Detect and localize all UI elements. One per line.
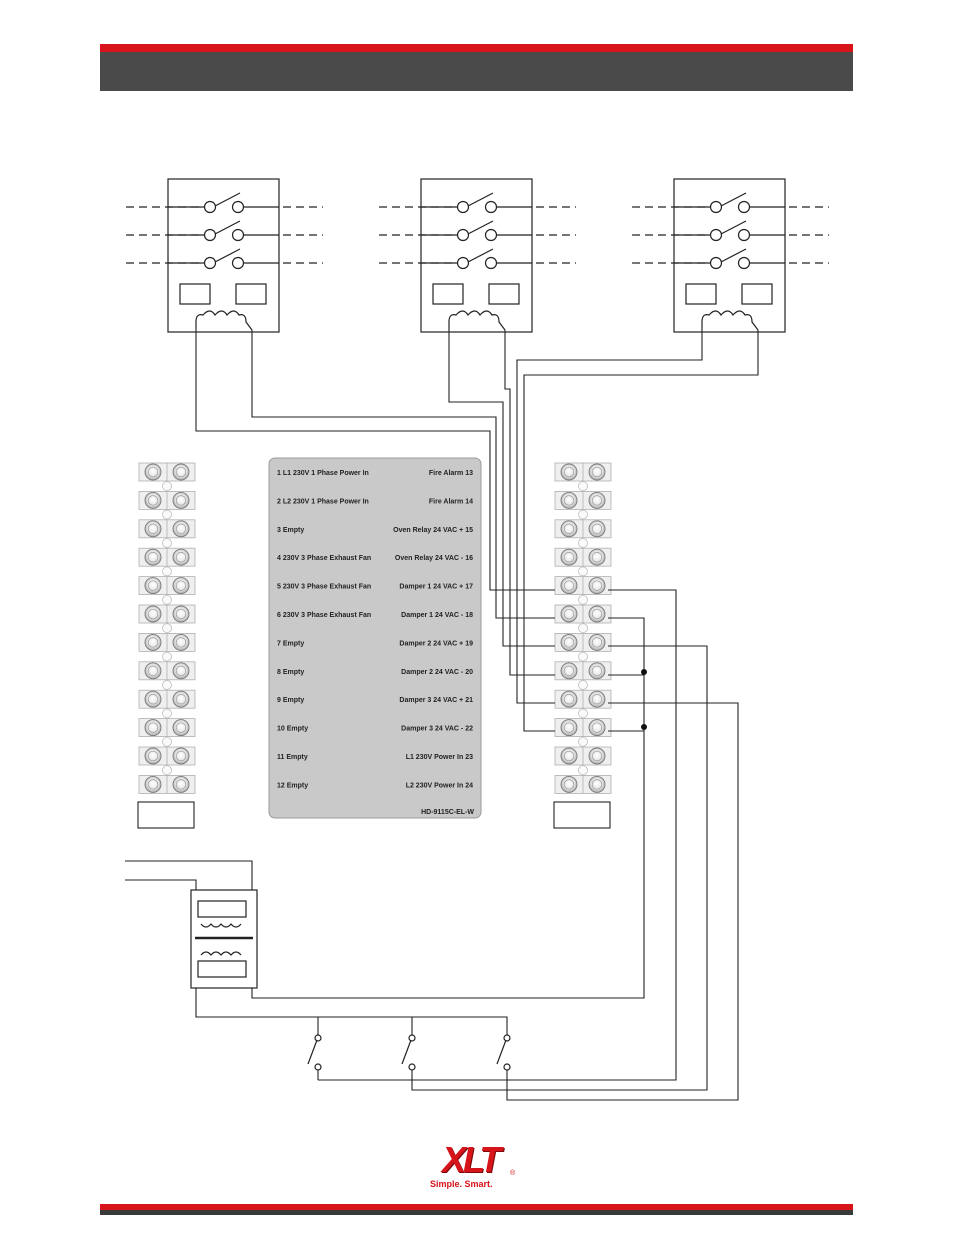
header-dark-band (100, 52, 853, 91)
left-terminal-5 (138, 576, 196, 605)
switch-3 (496, 1034, 511, 1071)
panel-label-right-14: Fire Alarm 14 (429, 498, 473, 505)
panel-label-right-21: Damper 3 24 VAC + 21 (399, 697, 473, 704)
switch-1 (307, 1034, 322, 1071)
panel-label-left-8: 8 Empty (277, 669, 304, 676)
panel-label-right-22: Damper 3 24 VAC - 22 (401, 726, 473, 733)
right-terminal-strip (553, 462, 612, 829)
right-terminal-5 (554, 576, 612, 605)
left-terminal-3 (138, 519, 196, 548)
panel-label-left-3: 3 Empty (277, 527, 304, 534)
left-strip-end-block (137, 801, 195, 829)
right-terminal-3 (554, 519, 612, 548)
right-terminal-6 (554, 604, 612, 634)
panel-label-right-24: L2 230V Power In 24 (406, 782, 473, 789)
panel-label-right-17: Damper 1 24 VAC + 17 (399, 584, 473, 591)
left-terminal-10 (138, 718, 196, 747)
panel-label-left-10: 10 Empty (277, 726, 308, 733)
right-terminal-7 (554, 633, 612, 662)
right-terminal-11 (554, 746, 612, 776)
panel-label-right-16: Oven Relay 24 VAC - 16 (395, 555, 473, 562)
panel-label-right-23: L1 230V Power In 23 (406, 754, 473, 761)
contactor-2 (379, 178, 576, 333)
logo-tagline: Simple. Smart. (430, 1179, 493, 1189)
left-terminal-2 (138, 490, 196, 520)
right-terminal-8 (554, 661, 612, 690)
logo-registered: ® (510, 1170, 516, 1177)
right-strip-end-block (553, 801, 611, 829)
header-bar (100, 44, 853, 91)
left-terminal-12 (138, 775, 196, 794)
footer-red-stripe (100, 1204, 853, 1210)
wires (125, 330, 759, 1101)
right-terminal-1 (554, 462, 612, 492)
xlt-logo: XLT ® Simple. Smart. (428, 1140, 528, 1196)
right-terminal-2 (554, 490, 612, 520)
panel-label-left-6: 6 230V 3 Phase Exhaust Fan (277, 612, 371, 619)
panel-label-right-19: Damper 2 24 VAC + 19 (399, 640, 473, 647)
left-terminal-4 (138, 547, 196, 577)
header-red-stripe (100, 44, 853, 52)
panel-label-left-2: 2 L2 230V 1 Phase Power In (277, 498, 369, 505)
left-terminal-8 (138, 661, 196, 690)
contactor-1 (126, 178, 323, 333)
panel-label-left-7: 7 Empty (277, 640, 304, 647)
panel-label-right-18: Damper 1 24 VAC - 18 (401, 612, 473, 619)
control-panel: 1 L1 230V 1 Phase Power In 2 L2 230V 1 Ph… (268, 457, 482, 819)
panel-model-label: HD-9115C-EL-W (421, 809, 474, 816)
panel-label-left-12: 12 Empty (277, 782, 308, 789)
contactors (126, 178, 829, 333)
footer-bar (100, 1204, 853, 1215)
left-terminal-11 (138, 746, 196, 776)
switches (307, 1034, 511, 1071)
left-terminal-strip (137, 462, 196, 829)
panel-label-right-20: Damper 2 24 VAC - 20 (401, 669, 473, 676)
panel-label-left-5: 5 230V 3 Phase Exhaust Fan (277, 584, 371, 591)
footer-dark-stripe (100, 1210, 853, 1215)
transformer (190, 889, 258, 989)
left-terminal-6 (138, 604, 196, 634)
right-terminal-4 (554, 547, 612, 577)
contactor-3 (632, 178, 829, 333)
panel-label-left-1: 1 L1 230V 1 Phase Power In (277, 470, 369, 477)
panel-label-right-15: Oven Relay 24 VAC + 15 (393, 527, 473, 534)
right-terminal-9 (554, 689, 612, 719)
panel-label-right-13: Fire Alarm 13 (429, 470, 473, 477)
left-terminal-7 (138, 633, 196, 662)
right-terminal-12 (554, 775, 612, 794)
panel-label-left-4: 4 230V 3 Phase Exhaust Fan (277, 555, 371, 562)
panel-label-left-11: 11 Empty (277, 754, 308, 761)
left-terminal-9 (138, 689, 196, 719)
panel-label-left-9: 9 Empty (277, 697, 304, 704)
logo-mark: XLT (442, 1139, 501, 1180)
right-terminal-10 (554, 718, 612, 747)
switch-2 (401, 1034, 416, 1071)
left-terminal-1 (138, 462, 196, 492)
